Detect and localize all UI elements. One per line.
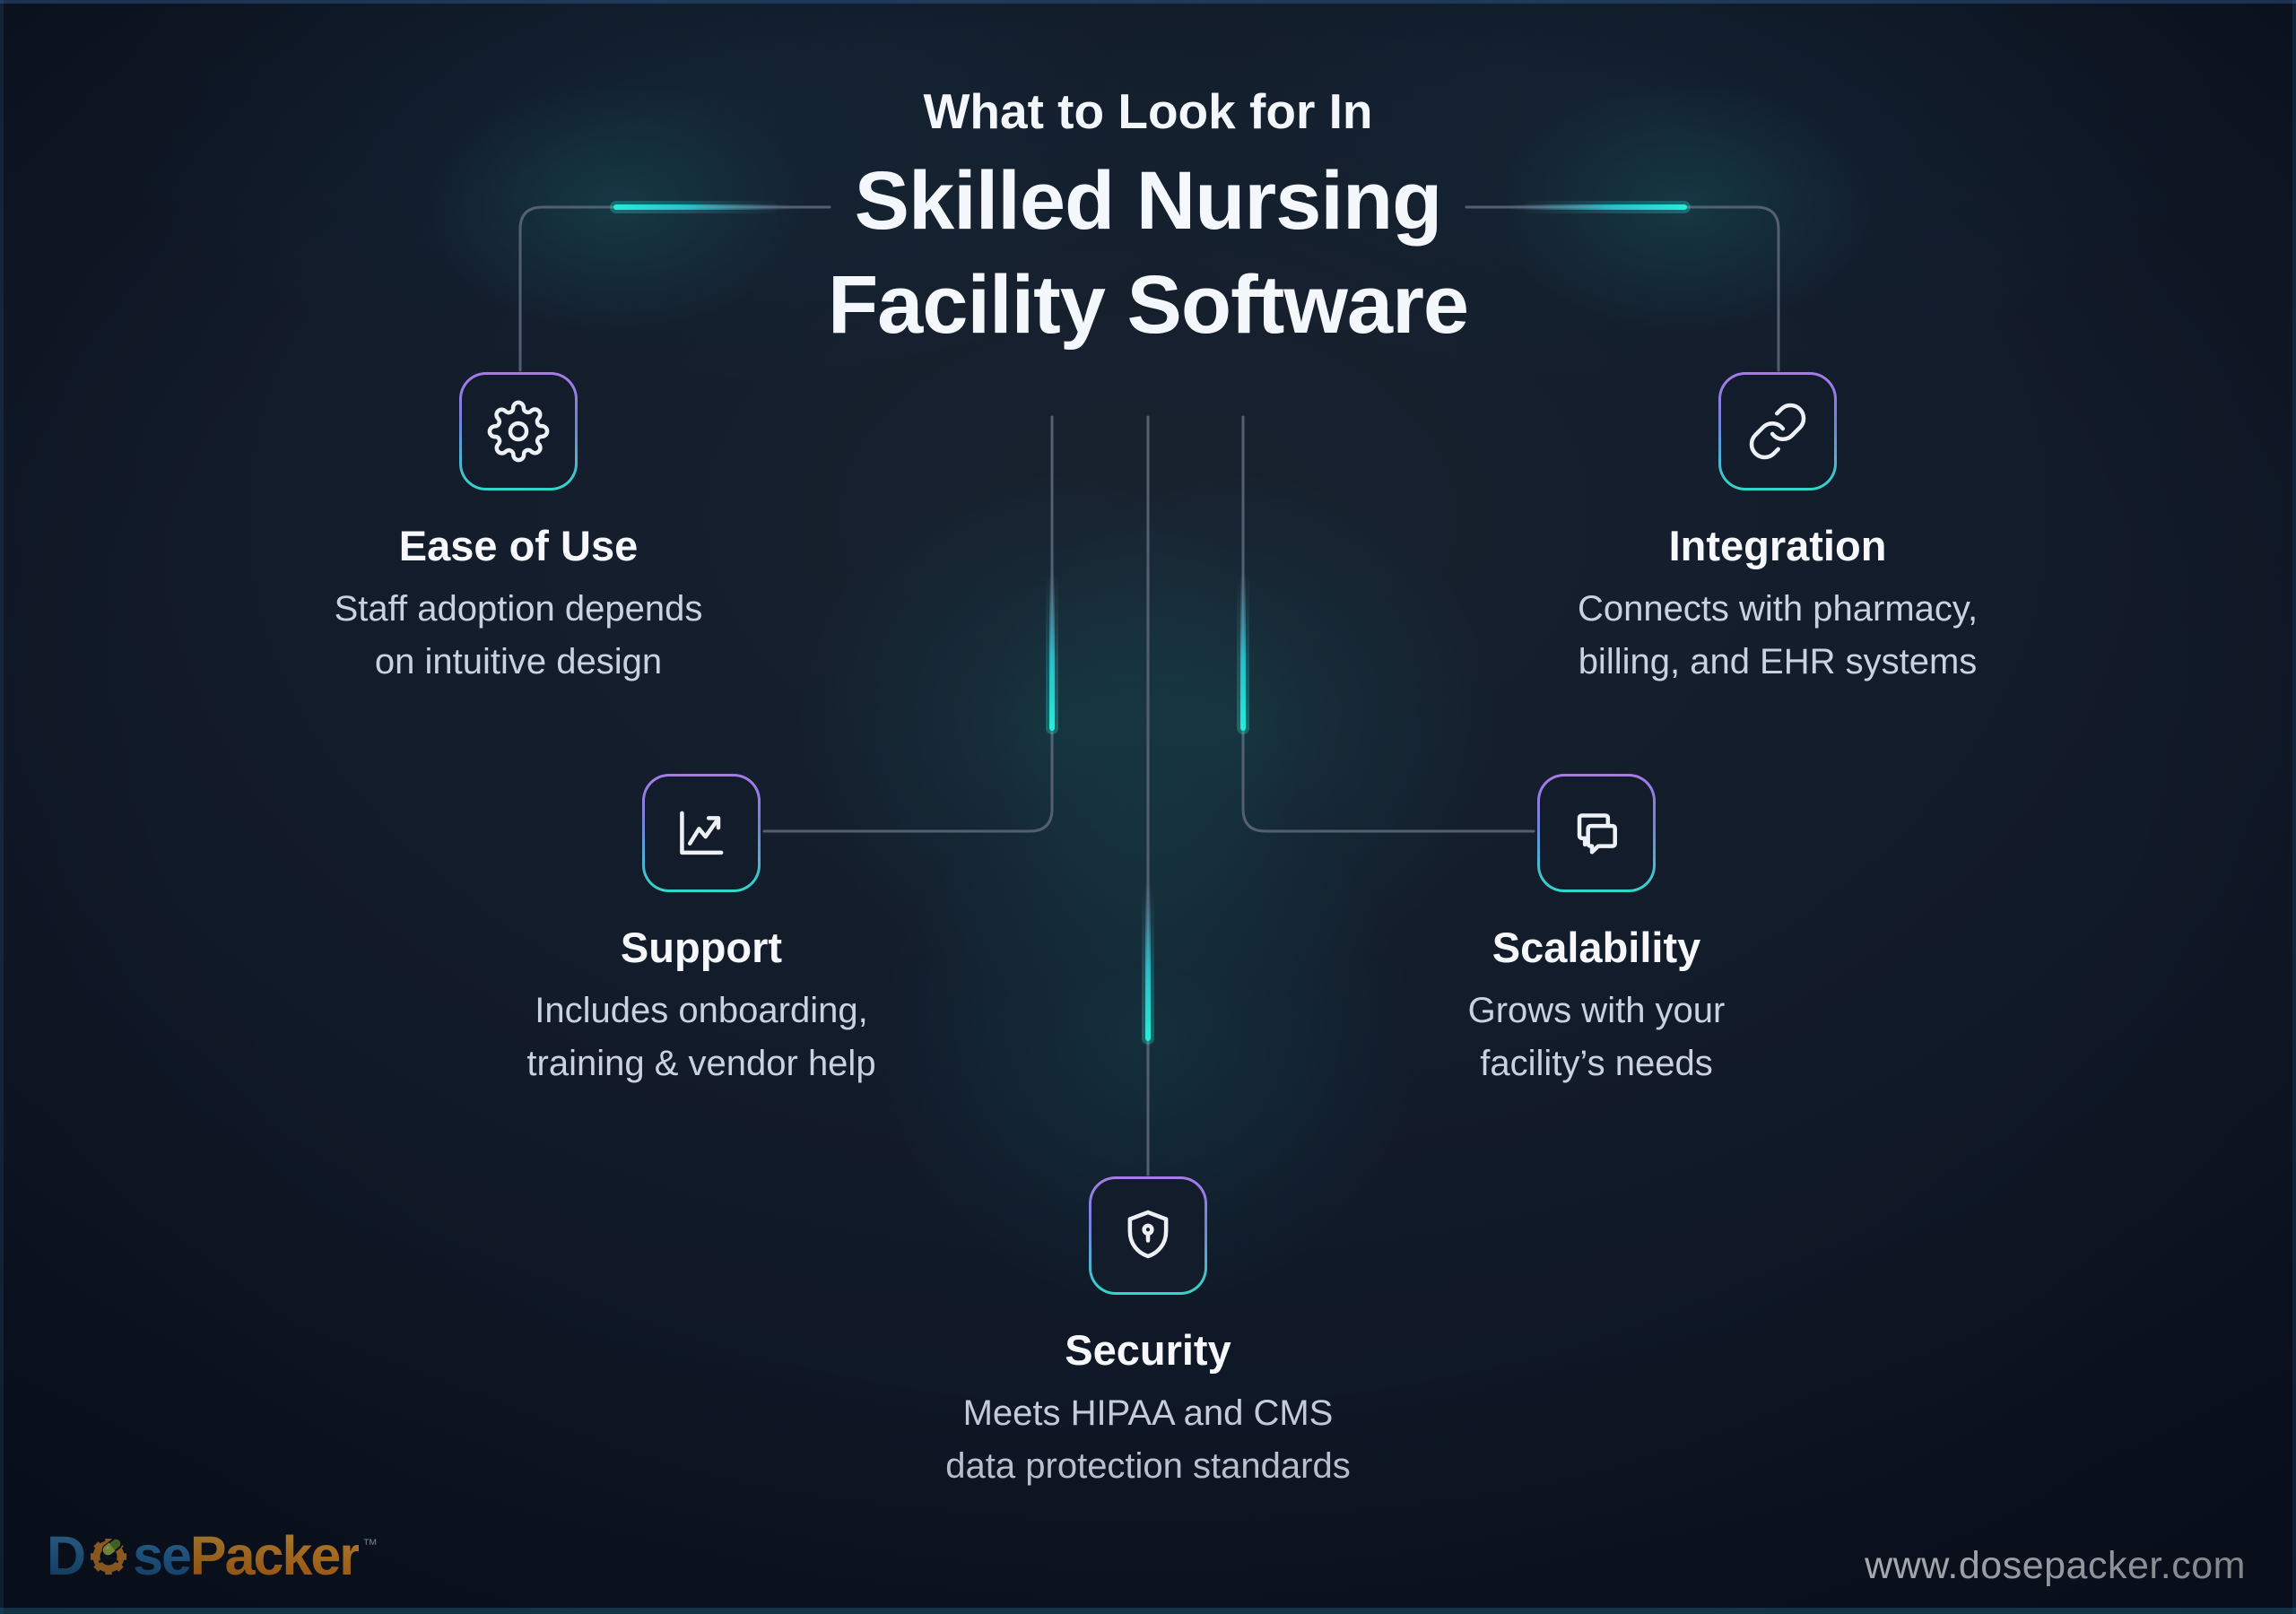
- line-chart-icon: [680, 811, 724, 855]
- logo-trademark: ™: [362, 1536, 378, 1553]
- icon-box: [1718, 372, 1837, 490]
- logo-gear-capsule-icon: [85, 1530, 132, 1592]
- logo-letter-d: D: [47, 1525, 86, 1586]
- card-title: Integration: [1668, 522, 1887, 569]
- desc-line: Staff adoption depends: [334, 589, 703, 629]
- shield-keyhole-icon: [1127, 1210, 1169, 1259]
- icon-box: [642, 774, 761, 892]
- icon-box: [1089, 1176, 1207, 1295]
- card-description: Connects with pharmacy, billing, and EHR…: [1482, 583, 2074, 689]
- desc-line: billing, and EHR systems: [1578, 642, 1978, 681]
- card-support: Support Includes onboarding, training & …: [405, 774, 997, 1090]
- card-security: Security Meets HIPAA and CMS data protec…: [852, 1176, 1444, 1493]
- desc-line: Includes onboarding,: [535, 991, 868, 1030]
- icon-box: [1537, 774, 1656, 892]
- card-description: Staff adoption depends on intuitive desi…: [222, 583, 814, 689]
- card-title: Support: [620, 924, 783, 971]
- card-title: Ease of Use: [398, 522, 639, 569]
- website-url: www.dosepacker.com: [1865, 1544, 2246, 1587]
- card-scalability: Scalability Grows with your facility’s n…: [1300, 774, 1892, 1090]
- card-description: Meets HIPAA and CMS data protection stan…: [852, 1387, 1444, 1493]
- card-title: Security: [1065, 1326, 1231, 1374]
- desc-line: facility’s needs: [1480, 1044, 1713, 1083]
- card-integration: Integration Connects with pharmacy, bill…: [1482, 372, 2074, 689]
- desc-line: Connects with pharmacy,: [1577, 589, 1979, 629]
- logo-letters-se: se: [133, 1525, 192, 1586]
- card-description: Grows with your facility’s needs: [1300, 985, 1892, 1090]
- icon-box: [459, 372, 578, 490]
- desc-line: Meets HIPAA and CMS: [962, 1393, 1334, 1433]
- desc-line: on intuitive design: [374, 642, 663, 681]
- gear-icon: [487, 400, 550, 463]
- page-title-line2: Facility Software: [827, 259, 1469, 351]
- header-eyebrow: What to Look for In: [923, 83, 1373, 139]
- card-ease-of-use: Ease of Use Staff adoption depends on in…: [222, 372, 814, 689]
- page-title-line1: Skilled Nursing: [854, 155, 1443, 247]
- logo-letters-packer: Packer: [189, 1525, 361, 1586]
- chat-bubbles-icon: [1577, 813, 1617, 855]
- dosepacker-logo: D: [47, 1524, 378, 1587]
- link-icon: [1749, 403, 1806, 460]
- card-description: Includes onboarding, training & vendor h…: [405, 985, 997, 1090]
- card-title: Scalability: [1492, 924, 1701, 971]
- desc-line: Grows with your: [1467, 991, 1726, 1030]
- desc-line: data protection standards: [945, 1446, 1351, 1486]
- desc-line: training & vendor help: [526, 1044, 876, 1083]
